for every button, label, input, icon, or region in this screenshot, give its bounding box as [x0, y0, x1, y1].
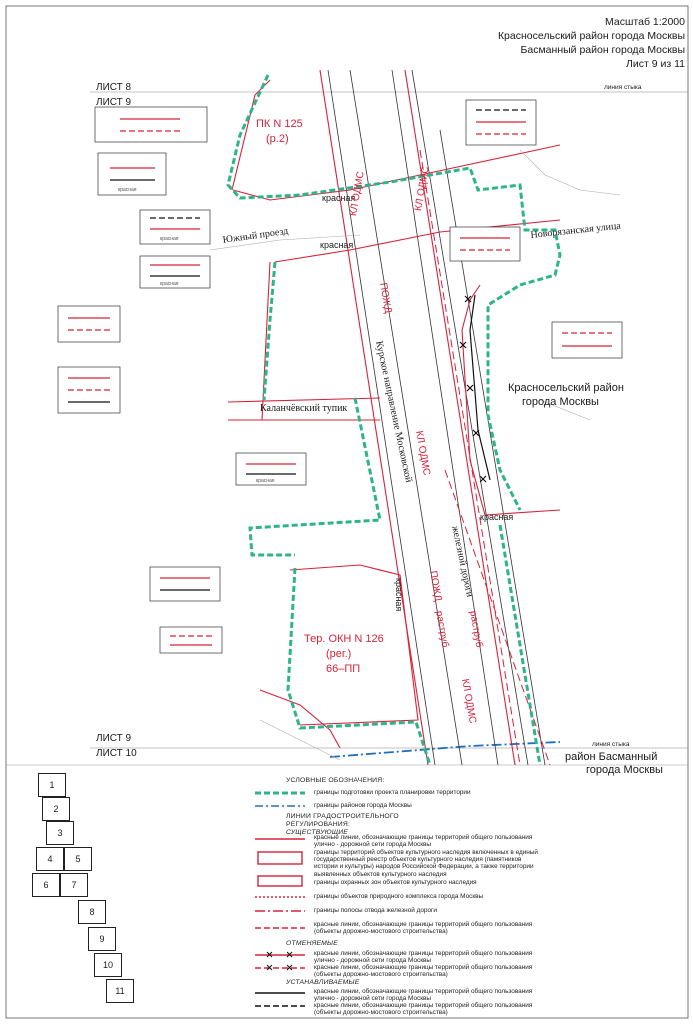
legend-planning: границы подготовки проекта планировки те…	[314, 789, 471, 796]
sheet-index-cell[interactable]: 5	[64, 847, 92, 871]
sheet-number: Лист 9 из 11	[626, 58, 685, 70]
sheet-mark-top-2: ЛИСТ 9	[96, 97, 132, 108]
chip-label-1: красная	[118, 187, 137, 193]
red-line-label-4: красная	[394, 578, 404, 612]
planning-boundary	[226, 74, 562, 766]
sheet-mark-top-1: ЛИСТ 8	[96, 82, 132, 93]
cancel-crosses	[459, 295, 487, 483]
legend-cancel-2: красные линии, обозначающие границы терр…	[314, 964, 533, 979]
legend-regulation-1: ЛИНИИ ГРАДОСТРОИТЕЛЬНОГО	[286, 813, 399, 820]
context-lines	[209, 149, 621, 761]
scale-label: Масштаб 1:2000	[605, 16, 685, 28]
railway-boundary-dashed	[419, 149, 521, 766]
sheet-mark-bottom-2: ЛИСТ 10	[96, 748, 137, 759]
legend-title: УСЛОВНЫЕ ОБОЗНАЧЕНИЯ:	[286, 777, 385, 784]
junction-label-top: линия стыка	[604, 84, 642, 91]
pk-sub-label: (р.2)	[266, 133, 289, 145]
chip-label-3: красная	[160, 281, 179, 287]
okn-label-1: Тер. ОКН N 126	[304, 633, 384, 645]
legend-cancel-1: красные линии, обозначающие границы терр…	[314, 950, 533, 965]
legend-heritage: границы территорий объектов культурного …	[314, 849, 538, 878]
district-label-2: Басманный район города Москвы	[520, 44, 685, 56]
red-line-label-3: красная	[480, 512, 514, 522]
legend-red-lines: красные линии, обозначающие границы терр…	[314, 834, 533, 849]
sheet-index-cell[interactable]: 7	[60, 873, 88, 897]
sheet-mark-bottom-1: ЛИСТ 9	[96, 733, 132, 744]
legend-railway: границы полосы отвода железной дороги	[314, 907, 437, 914]
district-label-1: Красносельский район города Москвы	[497, 30, 685, 42]
okn-label-2: (рег.)	[326, 648, 352, 660]
junction-label-bottom: линия стыка	[592, 741, 630, 748]
legend-regulation-2: РЕГУЛИРОВАНИЯ:	[286, 821, 351, 828]
sheet-index-cell[interactable]: 4	[36, 847, 64, 871]
chip-label-4: красная	[256, 478, 275, 484]
cancelled-lines	[469, 294, 491, 481]
map-header: Масштаб 1:2000 Красносельский район горо…	[498, 15, 685, 71]
krasnoselsky-label-2: города Москвы	[522, 396, 599, 408]
sheet-index-cell[interactable]: 11	[106, 979, 134, 1003]
sheet-index-cell[interactable]: 10	[94, 953, 122, 977]
district-boundary	[329, 741, 561, 758]
legend-existing: СУЩЕСТВУЮЩИЕ	[286, 829, 349, 836]
sheet-index-cell[interactable]: 9	[88, 927, 116, 951]
red-line-label-1: красная	[322, 193, 356, 203]
legend-road-bridge: красные линии, обозначающие границы терр…	[314, 921, 533, 936]
legend-cancel-crosses	[266, 951, 293, 971]
sheet-index-cell[interactable]: 8	[78, 900, 106, 924]
railway-boundary-dashed-2	[444, 469, 551, 766]
sheet-index-cell[interactable]: 6	[32, 873, 60, 897]
red-line-label-2: красная	[320, 240, 354, 250]
map-legend-chips	[57, 99, 623, 654]
legend-symbols	[255, 791, 305, 1007]
map-legend-chip-strokes	[68, 109, 612, 646]
legend-cancelled: ОТМЕНЯЕМЫЕ	[286, 940, 339, 947]
okn-label-3: 66–ПП	[326, 663, 361, 675]
legend-established: УСТАНАВЛИВАЕМЫЕ	[286, 979, 360, 986]
legend-est-2: красные линии, обозначающие границы терр…	[314, 1002, 533, 1017]
outer-frame	[5, 5, 689, 1019]
street-kalanchevsky: Каланчёвский тупик	[260, 403, 348, 414]
legend-natural: границы объектов природного комплекса го…	[314, 893, 484, 900]
pk-label: ПК N 125	[256, 118, 303, 130]
krasnoselsky-label-1: Красносельский район	[508, 382, 624, 394]
legend-protected: границы охранных зон объектов культурног…	[314, 879, 477, 886]
basmanny-label-1: район Басманный	[565, 751, 658, 763]
sheet-index-cell[interactable]: 1	[38, 773, 66, 797]
basmanny-label-2: города Москвы	[586, 764, 663, 776]
chip-label-2: красная	[160, 236, 179, 242]
legend-est-1: красные линии, обозначающие границы терр…	[314, 988, 533, 1003]
sheet-index-cell[interactable]: 3	[46, 821, 74, 845]
legend-districts: границы районов города Москвы	[314, 802, 412, 809]
sheet-index-cell[interactable]: 2	[42, 797, 70, 821]
